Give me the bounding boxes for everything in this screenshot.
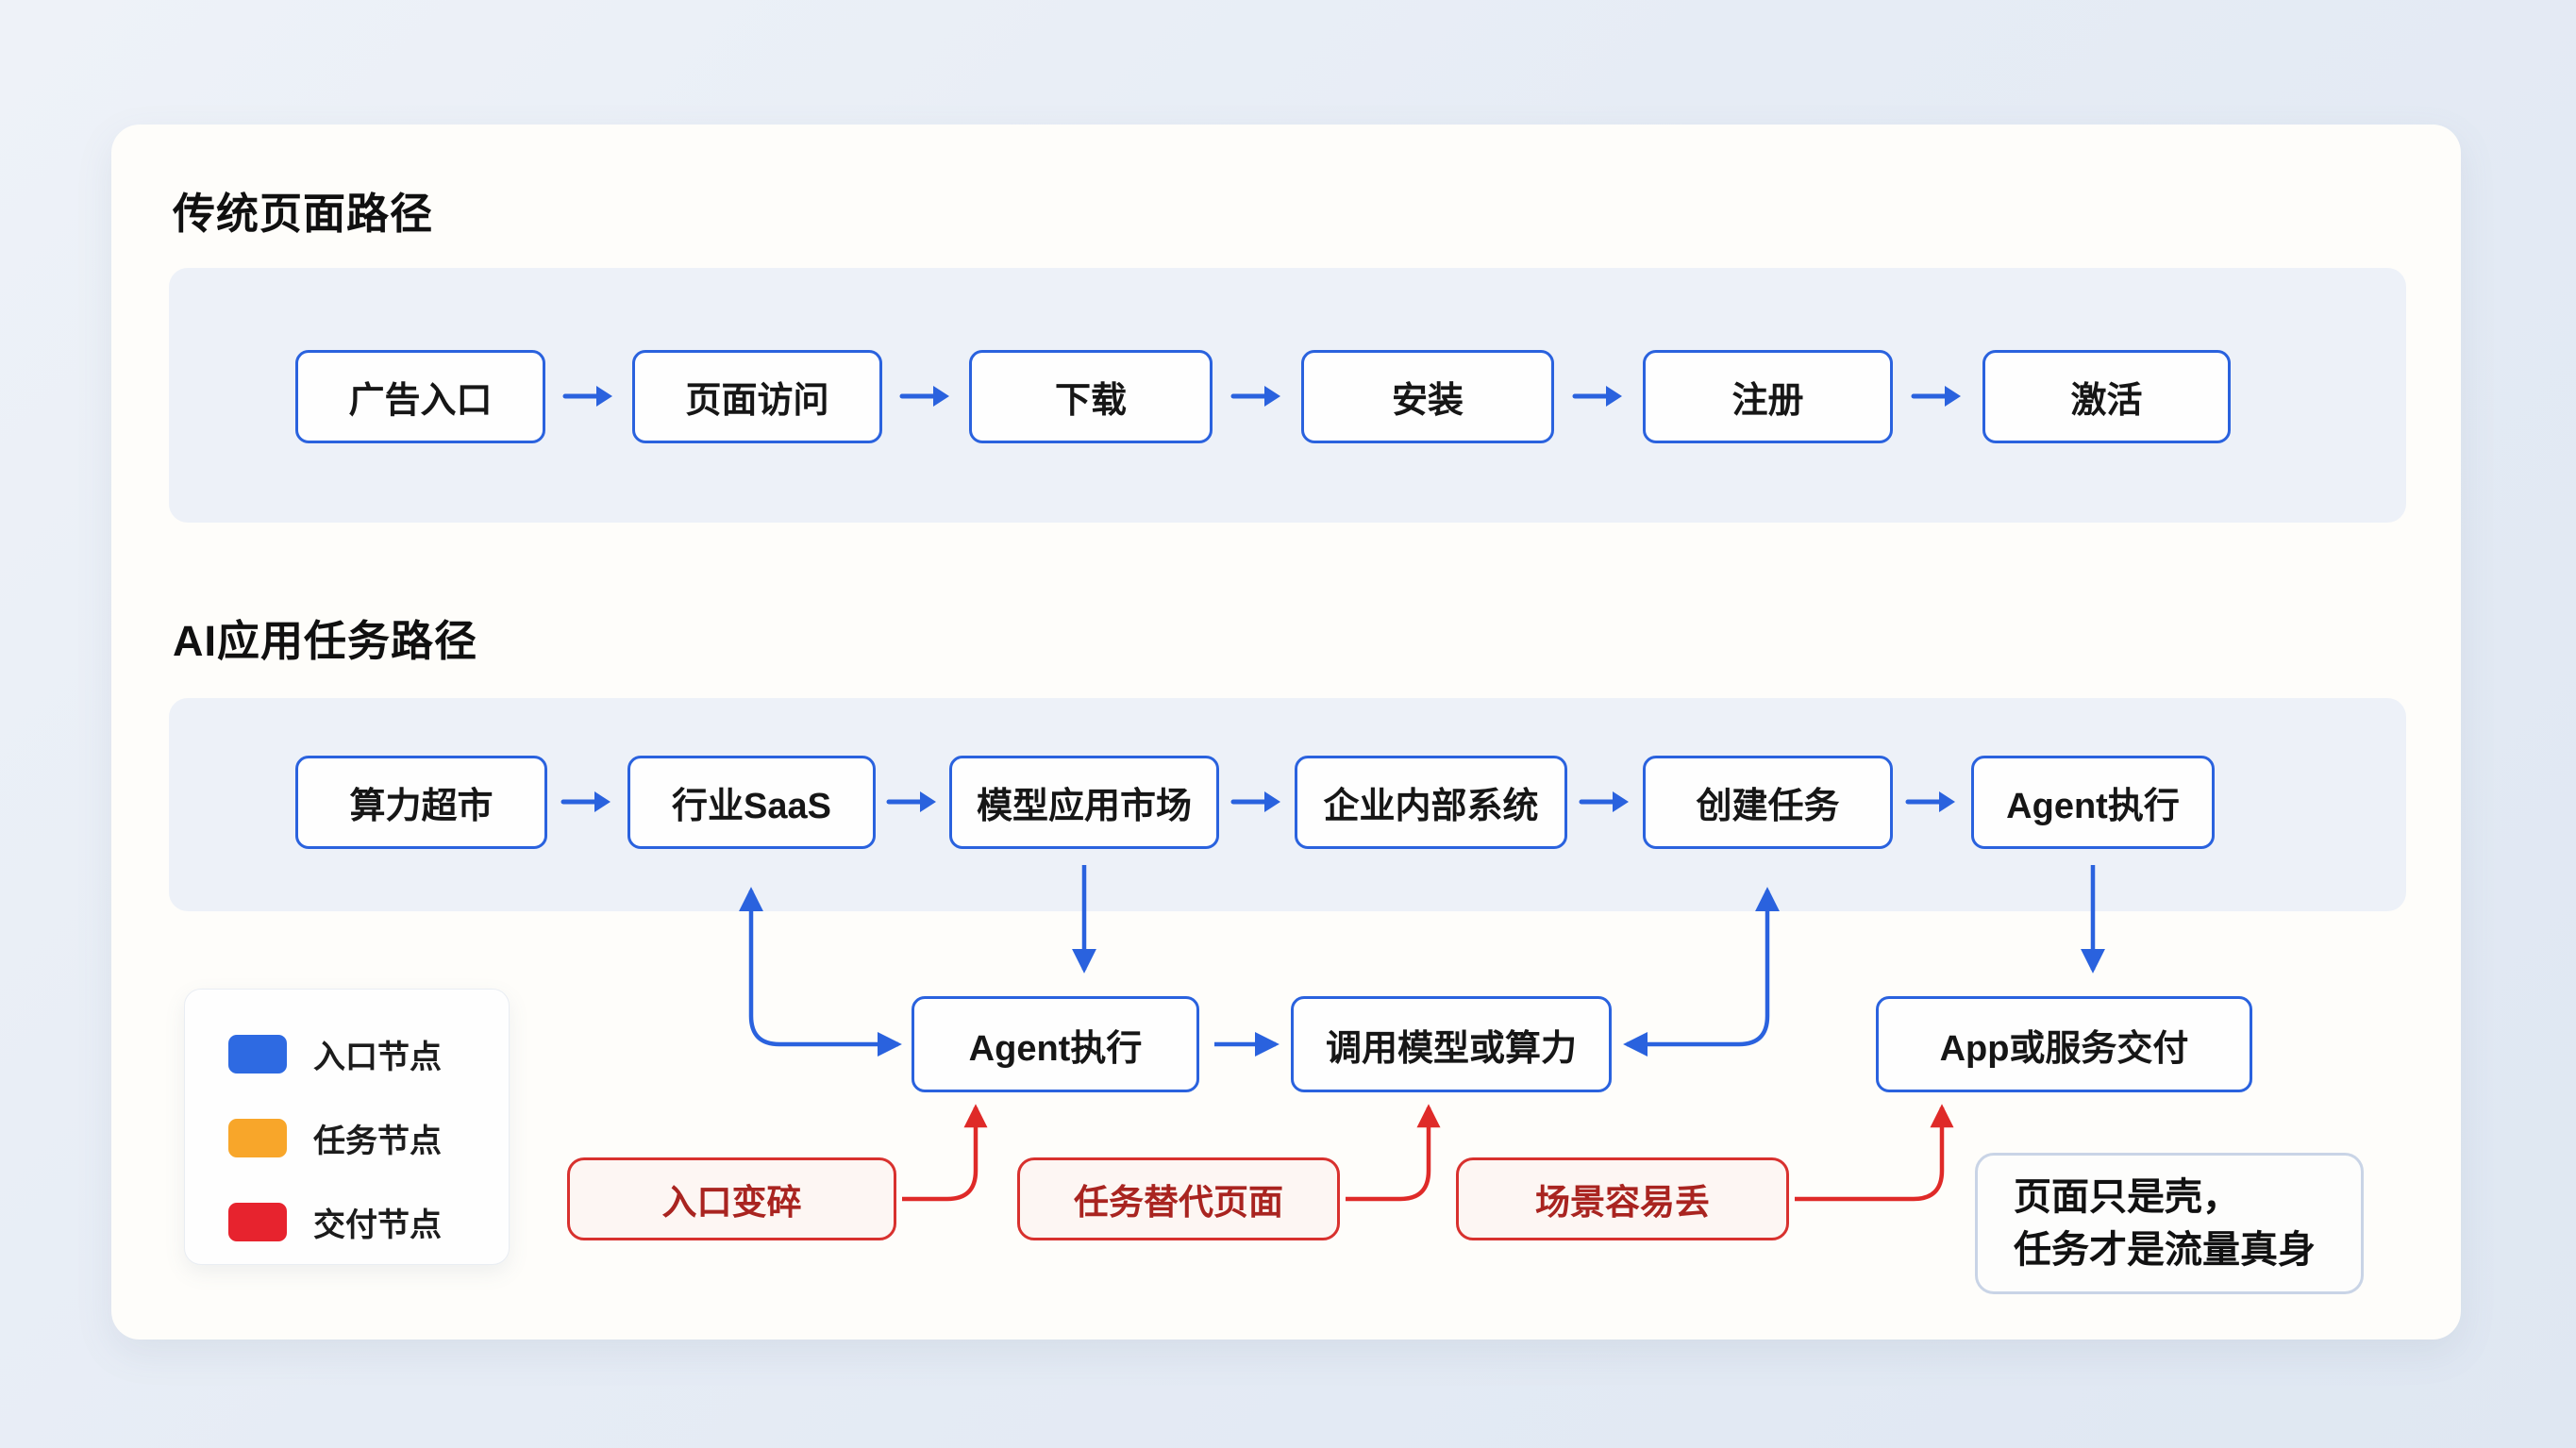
node-industry-saas: 行业SaaS	[627, 756, 876, 849]
right-arrow-icon	[1572, 386, 1622, 407]
right-arrow-icon	[1905, 791, 1955, 812]
task-node-swatch	[228, 1119, 287, 1157]
legend: 入口节点 任务节点 交付节点	[184, 989, 510, 1265]
node-compute-market: 算力超市	[295, 756, 547, 849]
entry-node-swatch	[228, 1035, 287, 1074]
issue-scene-easily-lost: 场景容易丢	[1456, 1157, 1789, 1240]
legend-label: 交付节点	[313, 1207, 442, 1243]
node-agent-execute-top: Agent执行	[1971, 756, 2215, 849]
node-download: 下载	[969, 350, 1213, 443]
right-arrow-icon	[886, 791, 936, 812]
right-arrow-icon	[1230, 386, 1280, 407]
legend-item-delivery: 交付节点	[228, 1199, 509, 1245]
note-box: 页面只是壳， 任务才是流量真身	[1975, 1153, 2364, 1294]
right-arrow-icon	[1911, 386, 1961, 407]
legend-item-task: 任务节点	[228, 1115, 509, 1161]
node-install: 安装	[1301, 350, 1554, 443]
connector-saas-agent	[739, 887, 902, 1057]
traditional-path-title: 传统页面路径	[173, 190, 434, 238]
right-arrow-icon	[560, 791, 611, 812]
note-line-2: 任务才是流量真身	[2014, 1229, 2316, 1271]
issue-task-replaces-page: 任务替代页面	[1017, 1157, 1340, 1240]
legend-label: 任务节点	[313, 1123, 442, 1159]
node-create-task: 创建任务	[1643, 756, 1893, 849]
right-arrow-icon	[899, 386, 949, 407]
node-app-service-delivery: App或服务交付	[1876, 996, 2252, 1092]
node-enterprise-system: 企业内部系统	[1295, 756, 1567, 849]
note-line-1: 页面只是壳，	[2014, 1176, 2240, 1218]
legend-item-entry: 入口节点	[228, 1031, 509, 1077]
right-arrow-icon	[1230, 791, 1280, 812]
connector-issue-scene	[1795, 1104, 1954, 1202]
node-register: 注册	[1643, 350, 1893, 443]
node-invoke-model-compute: 调用模型或算力	[1291, 996, 1612, 1092]
right-arrow-icon	[1579, 791, 1629, 812]
ai-path-title: AI应用任务路径	[173, 617, 478, 665]
node-ad-entry: 广告入口	[295, 350, 545, 443]
right-arrow-icon	[562, 386, 612, 407]
connector-issue-entry	[902, 1104, 988, 1202]
issue-entry-fragmented: 入口变碎	[567, 1157, 896, 1240]
delivery-node-swatch	[228, 1203, 287, 1241]
node-model-app-market: 模型应用市场	[949, 756, 1219, 849]
node-agent-execute-bottom: Agent执行	[912, 996, 1199, 1092]
node-activate: 激活	[1982, 350, 2231, 443]
connector-task-invoke	[1623, 887, 1780, 1057]
legend-label: 入口节点	[313, 1040, 442, 1075]
diagram-card: 传统页面路径 AI应用任务路径 广告入口 页面访问 下载 安装	[111, 125, 2461, 1340]
connector-issue-task	[1346, 1104, 1441, 1202]
node-page-visit: 页面访问	[632, 350, 882, 443]
